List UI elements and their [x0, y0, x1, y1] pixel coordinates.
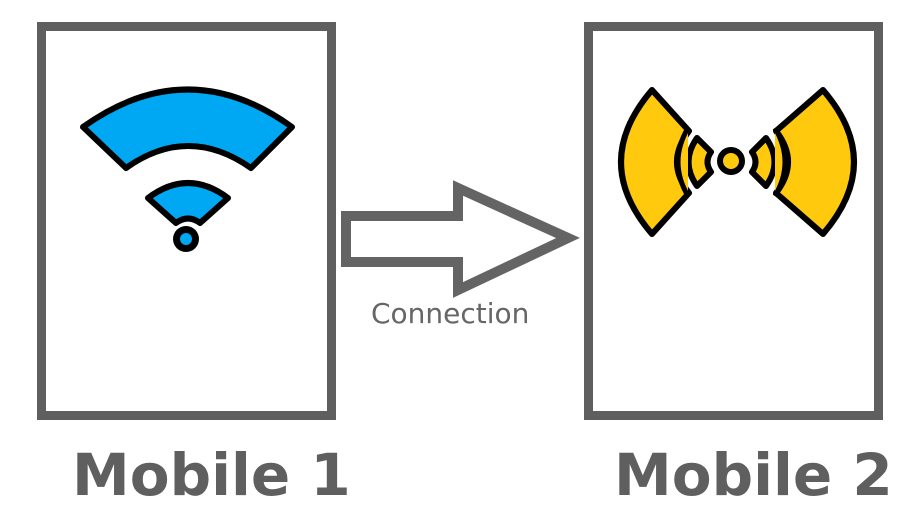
- wifi-arc-large: [80, 86, 295, 171]
- broadcast-left-inner: [685, 135, 714, 189]
- arrow-shape: [341, 180, 580, 298]
- mobile-1-label: Mobile 1: [72, 441, 351, 509]
- connection-arrow: [341, 180, 580, 298]
- mobile-2-label: Mobile 2: [614, 441, 893, 509]
- wifi-arc-small: [145, 180, 231, 226]
- broadcast-right-outer: [773, 87, 857, 237]
- connection-label: Connection: [371, 297, 530, 330]
- broadcast-center-dot: [717, 147, 745, 175]
- broadcast-right-inner: [749, 135, 778, 189]
